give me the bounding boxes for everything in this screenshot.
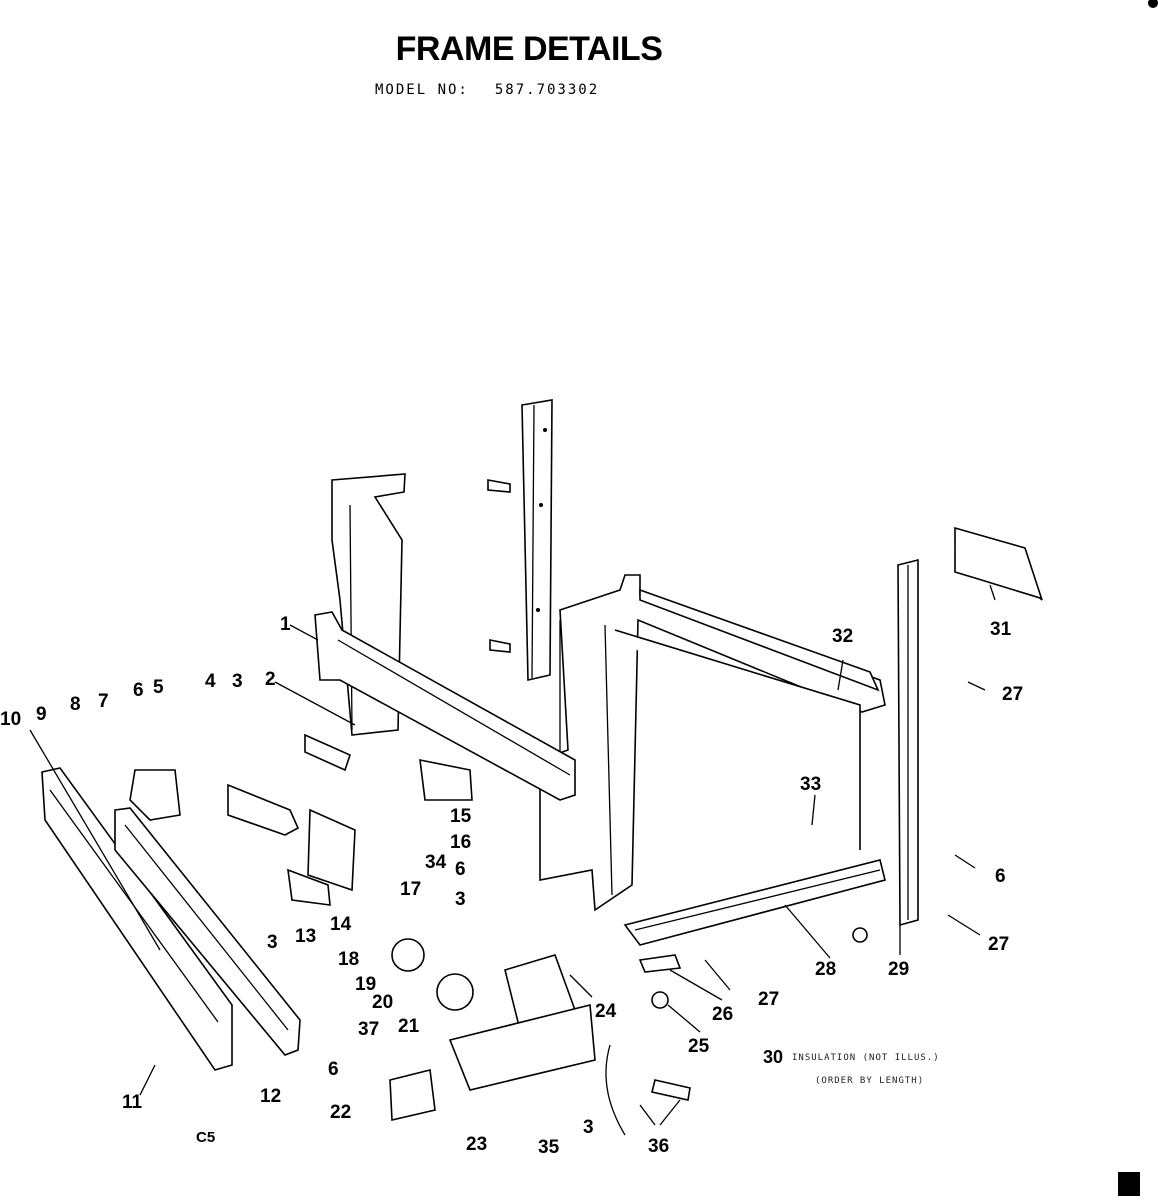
rear-rail-center (487, 399, 553, 681)
callout-22: 22 (330, 1102, 351, 1123)
callout-27c: 27 (988, 934, 1009, 955)
callout-3c: 3 (267, 932, 278, 953)
callout-27b: 27 (1002, 684, 1023, 705)
model-number: 587.703302 (494, 82, 600, 98)
callout-32: 32 (832, 626, 853, 647)
callout-5: 5 (153, 677, 164, 698)
callout-15: 15 (450, 806, 472, 827)
callout-31: 31 (990, 619, 1012, 640)
callout-13: 13 (295, 926, 316, 947)
motor-pump-assembly (389, 938, 596, 1121)
leader-lines (29, 584, 996, 1126)
callout-14: 14 (330, 914, 352, 935)
callout-36: 36 (648, 1136, 669, 1157)
note-number: 30 (763, 1047, 783, 1067)
callout-12: 12 (260, 1086, 281, 1107)
callout-6b: 6 (995, 866, 1006, 887)
callout-25: 25 (688, 1036, 710, 1057)
corner-mark-bottom (1118, 1172, 1140, 1196)
note-line-2: (ORDER BY LENGTH) (815, 1076, 924, 1086)
callout-numbers: 1 2 3 4 5 6 7 8 9 10 11 12 13 14 15 16 1… (0, 614, 1023, 1158)
callout-20: 20 (372, 992, 393, 1013)
callout-33: 33 (800, 774, 821, 795)
side-panel-12 (114, 807, 301, 1056)
callout-3d: 3 (583, 1117, 594, 1138)
callout-6c: 6 (455, 859, 466, 880)
misc-hardware-right (605, 927, 868, 1136)
callout-28: 28 (815, 959, 836, 980)
latch-assembly (129, 733, 356, 906)
callout-1: 1 (280, 614, 291, 635)
callout-29: 29 (888, 959, 909, 980)
tub-support-frame (539, 574, 886, 912)
corner-mark-top (1148, 0, 1158, 8)
callout-16: 16 (450, 832, 471, 853)
model-label: MODEL NO: (375, 82, 469, 98)
callout-24: 24 (595, 1001, 617, 1022)
callout-3a: 3 (232, 671, 243, 692)
callout-10: 10 (0, 709, 21, 730)
callout-8: 8 (70, 694, 81, 715)
page-title: FRAME DETAILS (395, 30, 663, 68)
bracket-31 (954, 526, 1043, 601)
callout-34: 34 (425, 852, 447, 873)
callout-23: 23 (466, 1134, 487, 1155)
insulation-note: 30 INSULATION (NOT ILLUS.) (ORDER BY LEN… (763, 1047, 940, 1086)
note-line-1: INSULATION (NOT ILLUS.) (792, 1053, 940, 1063)
front-cross-member (314, 611, 576, 801)
callout-3b: 3 (455, 889, 466, 910)
callout-7: 7 (98, 691, 109, 712)
bottom-rail (623, 859, 886, 946)
callout-21: 21 (398, 1016, 420, 1037)
callout-35: 35 (538, 1137, 560, 1158)
callout-6d: 6 (328, 1059, 339, 1080)
callout-2: 2 (265, 669, 276, 690)
callout-4: 4 (205, 671, 216, 692)
model-number-line: MODEL NO: 587.703302 (375, 82, 625, 98)
callout-9: 9 (36, 704, 47, 725)
callout-11: 11 (122, 1092, 143, 1113)
callout-27a: 27 (758, 989, 779, 1010)
callout-6a: 6 (133, 680, 144, 701)
callout-26: 26 (712, 1004, 733, 1025)
callout-17: 17 (400, 879, 421, 900)
callout-18: 18 (338, 949, 359, 970)
right-upright (897, 558, 919, 927)
callout-37: 37 (358, 1019, 379, 1040)
footer-code: C5 (196, 1129, 215, 1146)
callout-19: 19 (355, 974, 376, 995)
